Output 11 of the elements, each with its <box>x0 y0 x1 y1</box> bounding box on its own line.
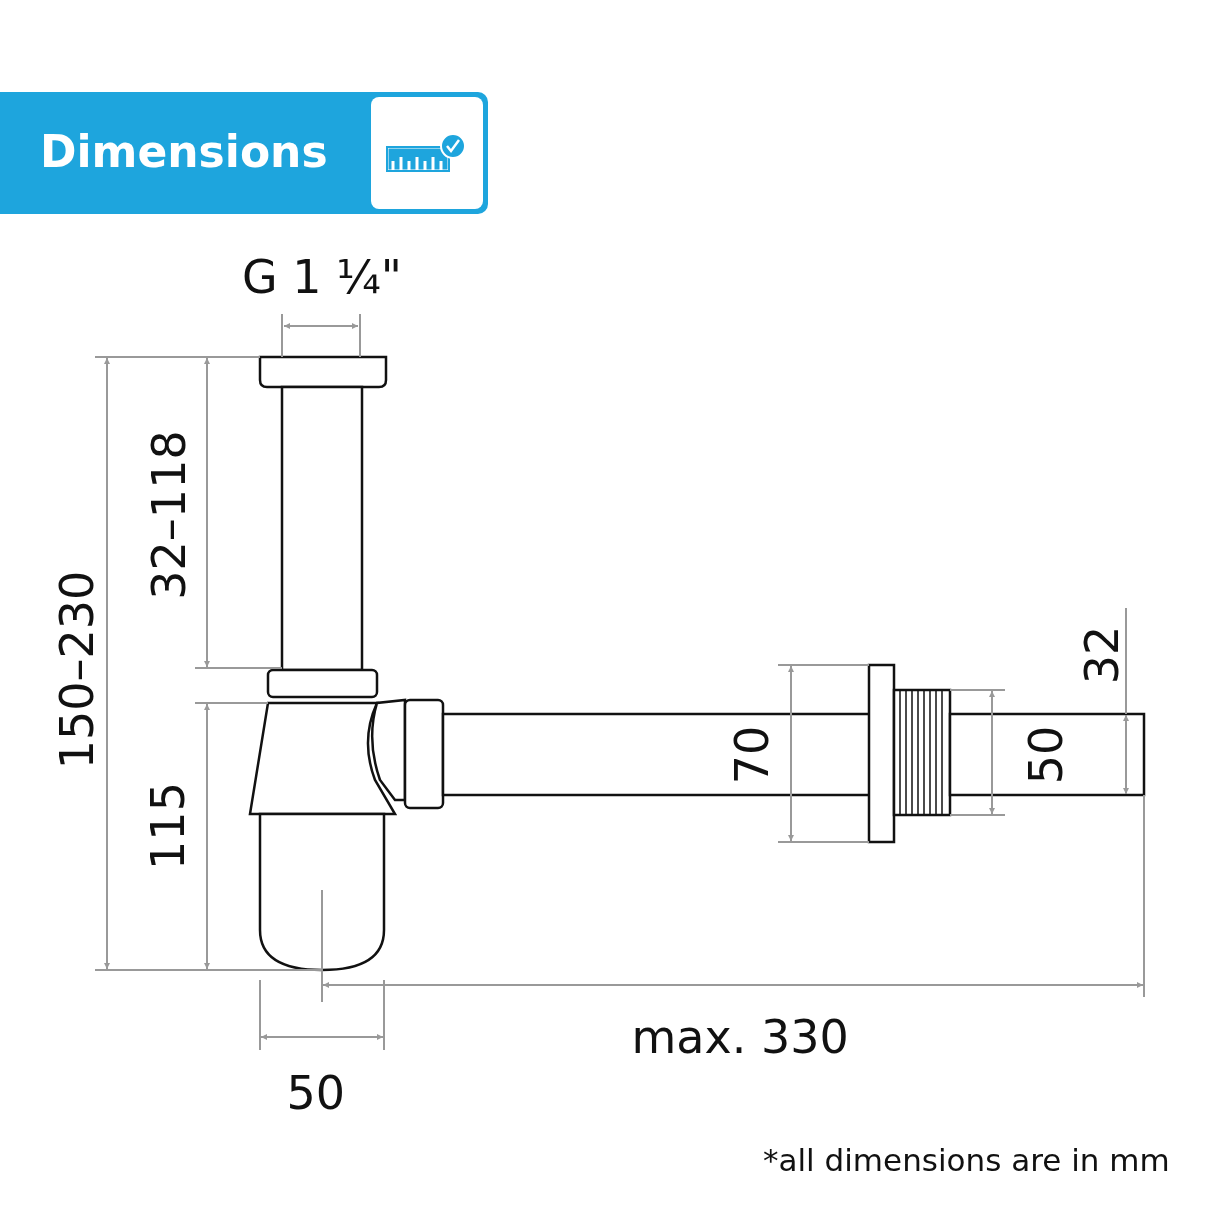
dimension-label: G 1 ¼" <box>242 254 402 300</box>
dimension-label: max. 330 <box>631 1014 849 1060</box>
dimension-label: 50 <box>286 1070 346 1116</box>
title: Dimensions <box>40 130 328 174</box>
dimension-label: 50 <box>1022 725 1069 785</box>
dimension-label: 150–230 <box>53 570 100 770</box>
dimension-label: 32–118 <box>145 430 192 600</box>
footnote: *all dimensions are in mm <box>763 1144 1170 1176</box>
dimension-label: 70 <box>728 725 775 785</box>
dimension-label: 115 <box>144 782 191 870</box>
dimension-label: 32 <box>1078 625 1125 685</box>
